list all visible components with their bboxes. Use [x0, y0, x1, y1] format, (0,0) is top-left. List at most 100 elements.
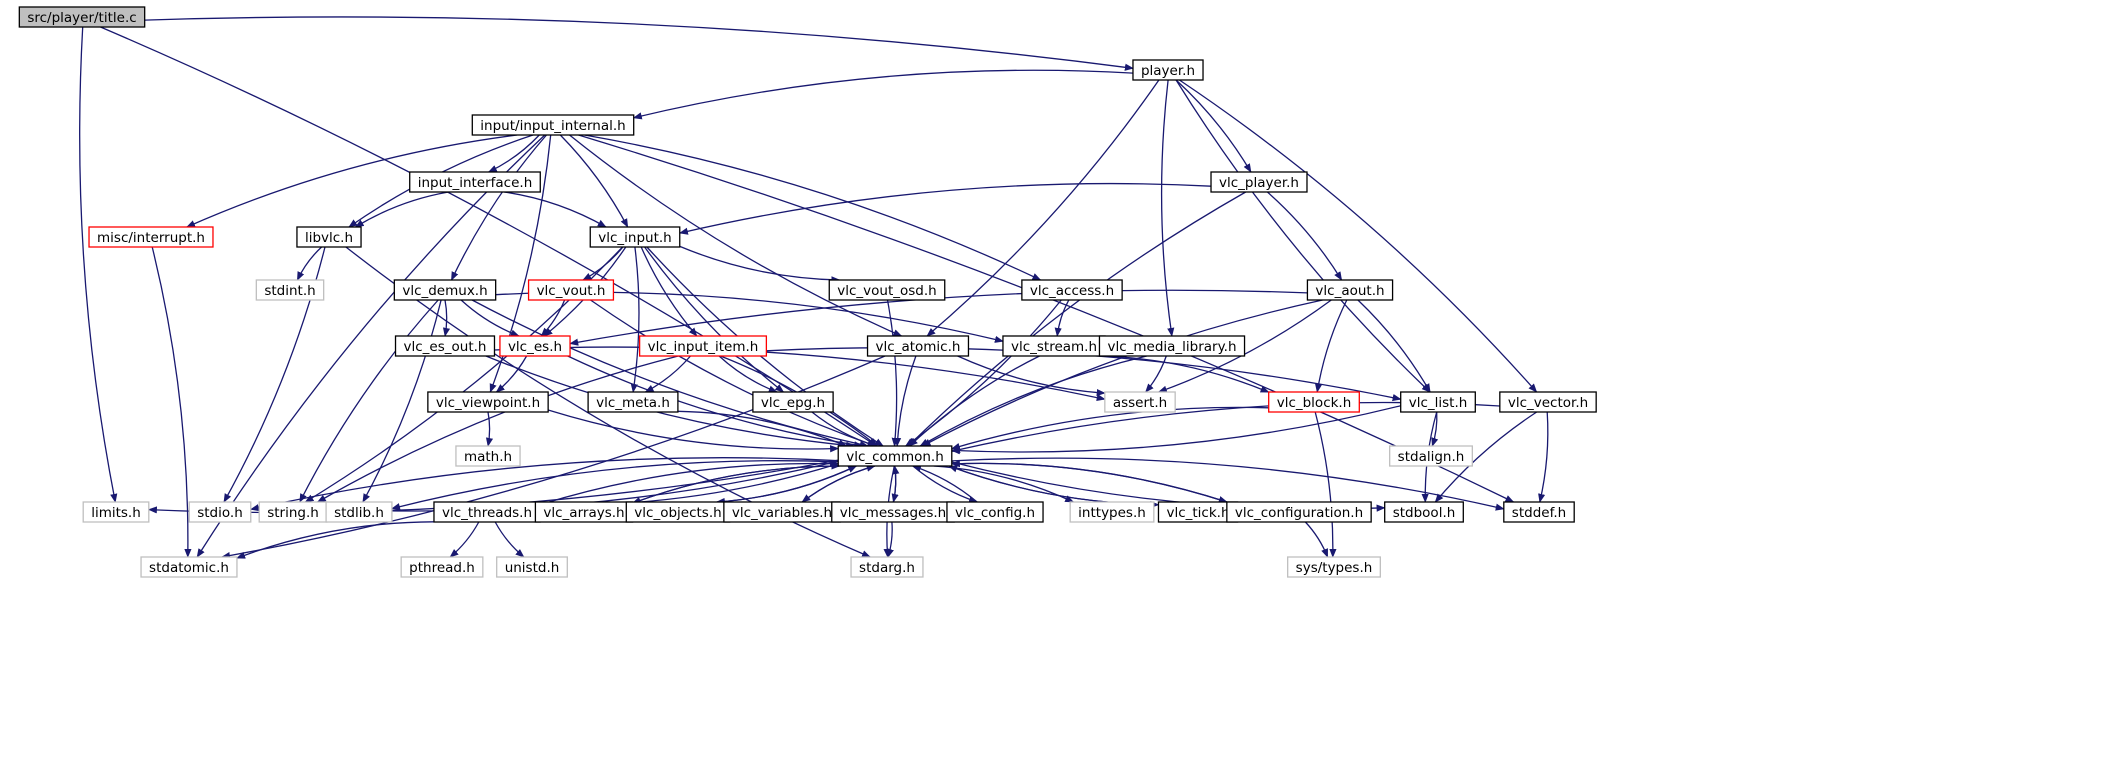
node-limits-h[interactable]: limits.h — [82, 501, 150, 523]
node-box — [1104, 391, 1176, 413]
node-vlc-list-h[interactable]: vlc_list.h — [1400, 391, 1476, 413]
edge-vlc-vout-osd-h-to-vlc-common-h — [886, 299, 899, 447]
node-vlc-es-out-h[interactable]: vlc_es_out.h — [394, 335, 496, 357]
node-box — [866, 335, 970, 357]
node-sys-types-h[interactable]: sys/types.h — [1287, 556, 1381, 578]
edge-player-h-to-vlc-media-library-h — [1160, 79, 1175, 337]
node-box — [296, 226, 362, 248]
node-label: inttypes.h — [1078, 505, 1146, 521]
edge-vlc-common-h-to-stddef-h — [951, 457, 1505, 511]
node-vlc-epg-h[interactable]: vlc_epg.h — [752, 391, 834, 413]
node-box — [455, 445, 521, 467]
node-vlc-block-h[interactable]: vlc_block.h — [1268, 391, 1360, 413]
edge-vlc-demux-h-to-vlc-es-out-h — [442, 299, 451, 337]
edge-vlc-aout-h-to-vlc-block-h — [1314, 299, 1348, 393]
edge-vlc-aout-h-to-assert-h — [1157, 299, 1332, 393]
edge-vlc-media-library-h-to-vlc-common-h — [919, 355, 1147, 447]
node-label: vlc_viewpoint.h — [436, 395, 540, 411]
node-vlc-vector-h[interactable]: vlc_vector.h — [1499, 391, 1597, 413]
node-stdarg-h[interactable]: stdarg.h — [850, 556, 924, 578]
node-vlc-variables-h[interactable]: vlc_variables.h — [723, 501, 841, 523]
edge-vlc-access-h-to-vlc-stream-h — [1054, 299, 1070, 337]
node-vlc-threads-h[interactable]: vlc_threads.h — [433, 501, 541, 523]
node-stdatomic-h[interactable]: stdatomic.h — [140, 556, 238, 578]
node-vlc-demux-h[interactable]: vlc_demux.h — [393, 279, 497, 301]
node-input-interface-h[interactable]: input_interface.h — [409, 171, 541, 193]
node-vlc-stream-h[interactable]: vlc_stream.h — [1002, 335, 1106, 357]
node-label: vlc_input.h — [598, 230, 672, 246]
node-stdbool-h[interactable]: stdbool.h — [1384, 501, 1464, 523]
edge-vlc-threads-h-to-unistd-h — [494, 521, 525, 558]
node-assert-h[interactable]: assert.h — [1104, 391, 1176, 413]
edge-vlc-block-h-to-sys-types-h — [1314, 411, 1337, 558]
edge-input-internal-h-to-vlc-access-h — [584, 134, 1042, 281]
edge-input-internal-h-to-vlc-atomic-h — [569, 134, 903, 337]
edge-vlc-common-h-to-vlc-config-h — [912, 465, 978, 503]
node-stdio-h[interactable]: stdio.h — [188, 501, 252, 523]
node-stddef-h[interactable]: stddef.h — [1503, 501, 1575, 523]
node-label: unistd.h — [505, 560, 560, 576]
node-vlc-atomic-h[interactable]: vlc_atomic.h — [866, 335, 970, 357]
node-vlc-access-h[interactable]: vlc_access.h — [1021, 279, 1123, 301]
node-label: vlc_player.h — [1219, 175, 1299, 191]
node-label: vlc_meta.h — [596, 395, 670, 411]
node-libvlc-h[interactable]: libvlc.h — [296, 226, 362, 248]
node-label: misc/interrupt.h — [97, 230, 205, 246]
node-string-h[interactable]: string.h — [258, 501, 328, 523]
node-unistd-h[interactable]: unistd.h — [496, 556, 568, 578]
node-label: stdatomic.h — [149, 560, 229, 576]
node-label: vlc_epg.h — [761, 395, 825, 411]
node-vlc-input-h[interactable]: vlc_input.h — [589, 226, 681, 248]
node-box — [471, 114, 635, 136]
edge-vlc-player-h-to-vlc-common-h — [907, 191, 1247, 447]
edge-input-interface-h-to-libvlc-h — [354, 191, 449, 228]
node-box — [188, 501, 252, 523]
node-vlc-objects-h[interactable]: vlc_objects.h — [625, 501, 731, 523]
edges-layer — [79, 16, 1549, 560]
edge-vlc-demux-h-to-stdlib-h — [362, 299, 442, 503]
node-box — [1499, 391, 1597, 413]
node-vlc-config-h[interactable]: vlc_config.h — [946, 501, 1044, 523]
edge-input-internal-h-to-misc-interrupt-h — [186, 134, 518, 228]
node-label: vlc_threads.h — [442, 505, 532, 521]
edge-vlc-media-library-h-to-assert-h — [1145, 355, 1167, 393]
node-vlc-configuration-h[interactable]: vlc_configuration.h — [1226, 501, 1372, 523]
edge-player-h-to-vlc-player-h — [1175, 79, 1252, 173]
node-box — [393, 279, 497, 301]
node-label: vlc_configuration.h — [1235, 505, 1363, 521]
edge-vlc-list-h-to-vlc-common-h — [950, 405, 1401, 455]
node-label: vlc_input_item.h — [648, 339, 759, 355]
node-label: src/player/title.c — [27, 10, 136, 26]
edge-vlc-common-h-to-vlc-configuration-h — [951, 462, 1228, 503]
node-vlc-vout-h[interactable]: vlc_vout.h — [527, 279, 615, 301]
edge-vlc-variables-h-to-vlc-common-h — [801, 464, 876, 503]
node-player-h[interactable]: player.h — [1132, 59, 1204, 81]
node-input-internal-h[interactable]: input/input_internal.h — [471, 114, 635, 136]
edge-vlc-threads-h-to-stdatomic-h — [236, 521, 435, 559]
node-stdalign-h[interactable]: stdalign.h — [1389, 445, 1473, 467]
edge-vlc-es-h-to-vlc-viewpoint-h — [495, 355, 528, 393]
node-inttypes-h[interactable]: inttypes.h — [1069, 501, 1155, 523]
node-vlc-arrays-h[interactable]: vlc_arrays.h — [534, 501, 634, 523]
node-vlc-es-h[interactable]: vlc_es.h — [499, 335, 571, 357]
node-misc-interrupt-h[interactable]: misc/interrupt.h — [88, 226, 214, 248]
node-label: input_interface.h — [418, 175, 533, 191]
node-pthread-h[interactable]: pthread.h — [400, 556, 484, 578]
edge-title-c-to-player-h — [144, 16, 1134, 71]
node-math-h[interactable]: math.h — [455, 445, 521, 467]
node-vlc-viewpoint-h[interactable]: vlc_viewpoint.h — [427, 391, 549, 413]
node-vlc-meta-h[interactable]: vlc_meta.h — [587, 391, 679, 413]
node-stdint-h[interactable]: stdint.h — [255, 279, 325, 301]
node-vlc-common-h[interactable]: vlc_common.h — [837, 445, 953, 467]
node-title-c[interactable]: src/player/title.c — [18, 6, 146, 28]
node-vlc-tick-h[interactable]: vlc_tick.h — [1157, 501, 1239, 523]
edge-vlc-threads-h-to-vlc-common-h — [539, 459, 840, 506]
node-stdlib-h[interactable]: stdlib.h — [325, 501, 393, 523]
node-vlc-vout-osd-h[interactable]: vlc_vout_osd.h — [828, 279, 946, 301]
node-vlc-input-item-h[interactable]: vlc_input_item.h — [638, 335, 768, 357]
node-vlc-player-h[interactable]: vlc_player.h — [1210, 171, 1308, 193]
node-vlc-aout-h[interactable]: vlc_aout.h — [1306, 279, 1394, 301]
node-vlc-messages-h[interactable]: vlc_messages.h — [831, 501, 955, 523]
node-vlc-media-library-h[interactable]: vlc_media_library.h — [1098, 335, 1246, 357]
edge-vlc-demux-h-to-vlc-common-h — [471, 299, 869, 448]
